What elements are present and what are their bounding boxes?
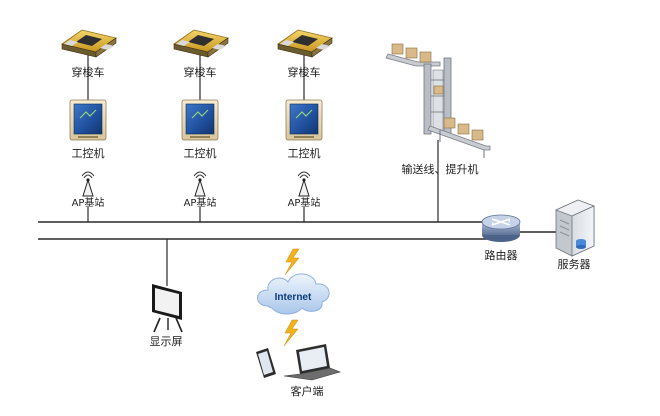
cloud-icon	[257, 273, 330, 315]
shuttle-icon	[173, 29, 229, 58]
shuttle-icon	[277, 29, 333, 58]
shuttle-label: 穿梭车	[72, 65, 105, 79]
industrial-pc-icon	[181, 99, 219, 141]
ap-label: AP基站	[288, 196, 321, 209]
industrial-pc-icon	[69, 99, 107, 141]
lightning-icon	[284, 248, 300, 276]
display-icon	[152, 284, 183, 333]
shuttle-icon	[61, 29, 117, 58]
conveyor-icon	[385, 43, 491, 158]
server-icon	[554, 199, 596, 257]
ipc-label: 工控机	[72, 146, 105, 160]
client-label: 客户端	[291, 384, 324, 398]
ap-label: AP基站	[72, 196, 105, 209]
network-bus	[38, 221, 556, 240]
tablet-icon	[256, 348, 276, 378]
shuttle-label: 穿梭车	[288, 65, 321, 79]
antenna-icon	[81, 171, 95, 197]
server-label: 服务器	[558, 258, 591, 271]
ipc-label: 工控机	[288, 146, 321, 160]
router-icon	[481, 214, 521, 242]
shuttle-label: 穿梭车	[184, 65, 217, 79]
ap-label: AP基站	[184, 196, 217, 209]
display-label: 显示屏	[150, 335, 183, 348]
drop-lines	[87, 54, 439, 286]
ipc-label: 工控机	[184, 146, 217, 160]
lightning-icon	[283, 319, 299, 347]
conveyor-label: 输送线、提升机	[402, 162, 479, 176]
antenna-icon	[297, 171, 311, 197]
industrial-pc-icon	[285, 99, 323, 141]
laptop-icon	[283, 344, 341, 381]
internet-label: Internet	[275, 292, 312, 303]
antenna-icon	[193, 171, 207, 197]
router-label: 路由器	[485, 248, 518, 262]
